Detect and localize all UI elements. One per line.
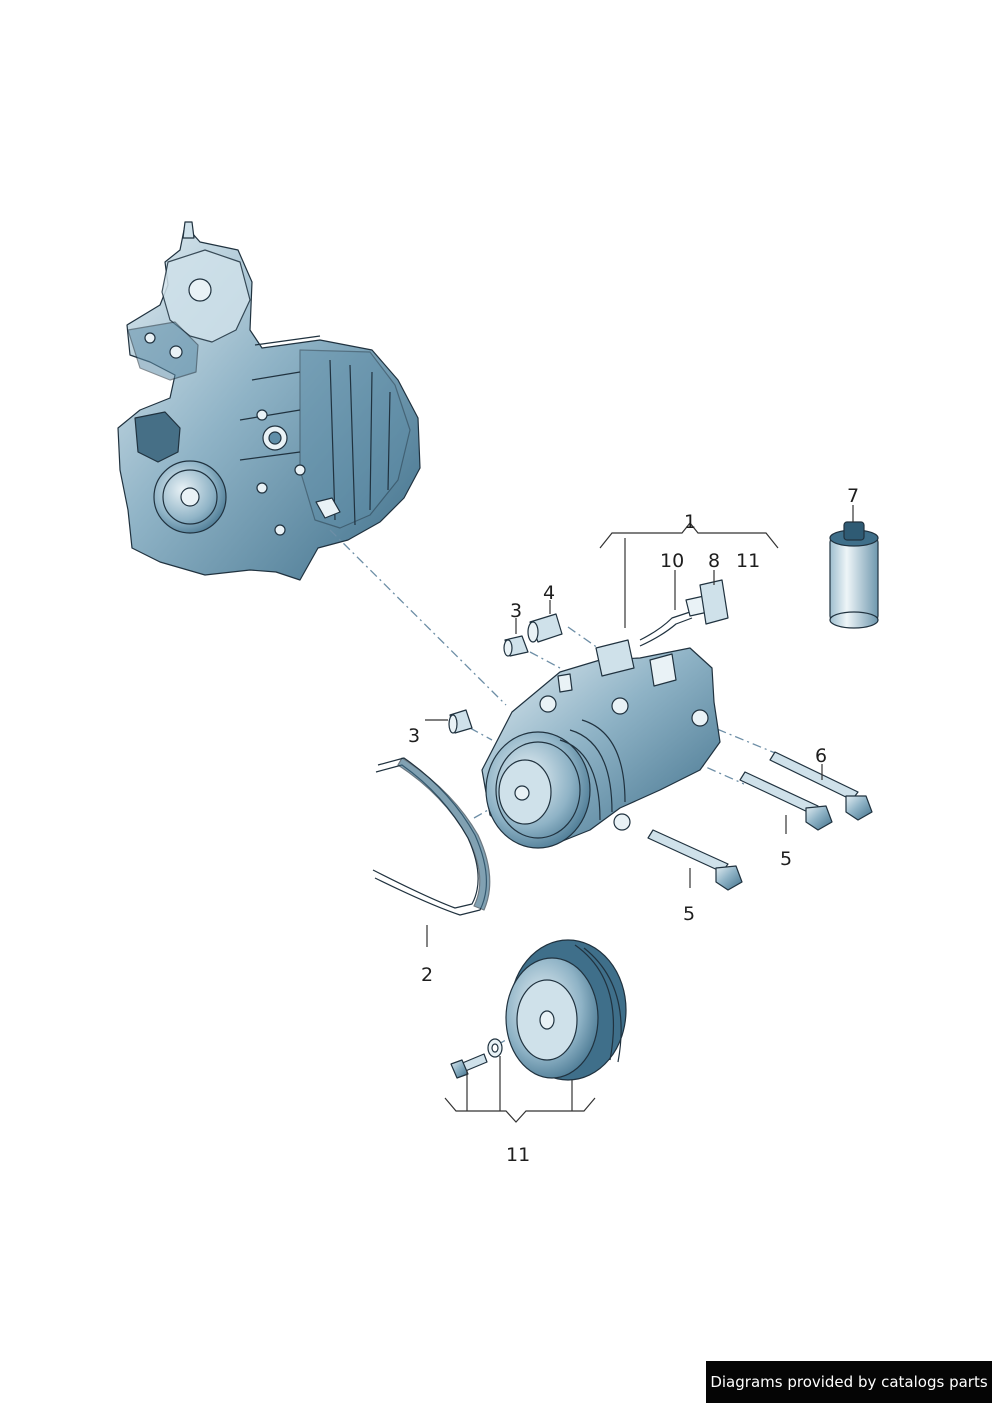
engine-block (117, 221, 421, 581)
bolts (647, 751, 873, 891)
pressure-sensor-connector (639, 579, 729, 647)
footer-credit-text: Diagrams provided by catalogs parts (710, 1373, 988, 1391)
footer-credit-banner: Diagrams provided by catalogs parts (706, 1361, 992, 1403)
callout-4: 4 (543, 582, 555, 604)
ac-compressor (481, 639, 721, 849)
callout-7: 7 (847, 485, 859, 507)
callout-11-lower: 11 (506, 1144, 530, 1166)
callout-6: 6 (815, 745, 827, 767)
compressor-pulley (505, 939, 627, 1081)
callout-labels: 1 10 8 11 7 4 3 3 6 5 5 2 11 (408, 485, 859, 1166)
callout-3-lower: 3 (408, 725, 420, 747)
callout-leaders (425, 505, 854, 1123)
callout-2: 2 (421, 964, 433, 986)
callout-5-left: 5 (683, 903, 695, 925)
callout-8: 8 (708, 550, 720, 572)
callout-5-right: 5 (780, 848, 792, 870)
poly-v-belt (372, 757, 491, 916)
callout-11-upper: 11 (736, 550, 760, 572)
sleeve-parts (448, 613, 563, 734)
callout-10: 10 (660, 550, 684, 572)
callout-3-upper: 3 (510, 600, 522, 622)
pulley-bolt-and-washer (450, 1038, 503, 1079)
callout-1: 1 (684, 511, 696, 533)
refrigerant-oil-can (829, 521, 879, 629)
